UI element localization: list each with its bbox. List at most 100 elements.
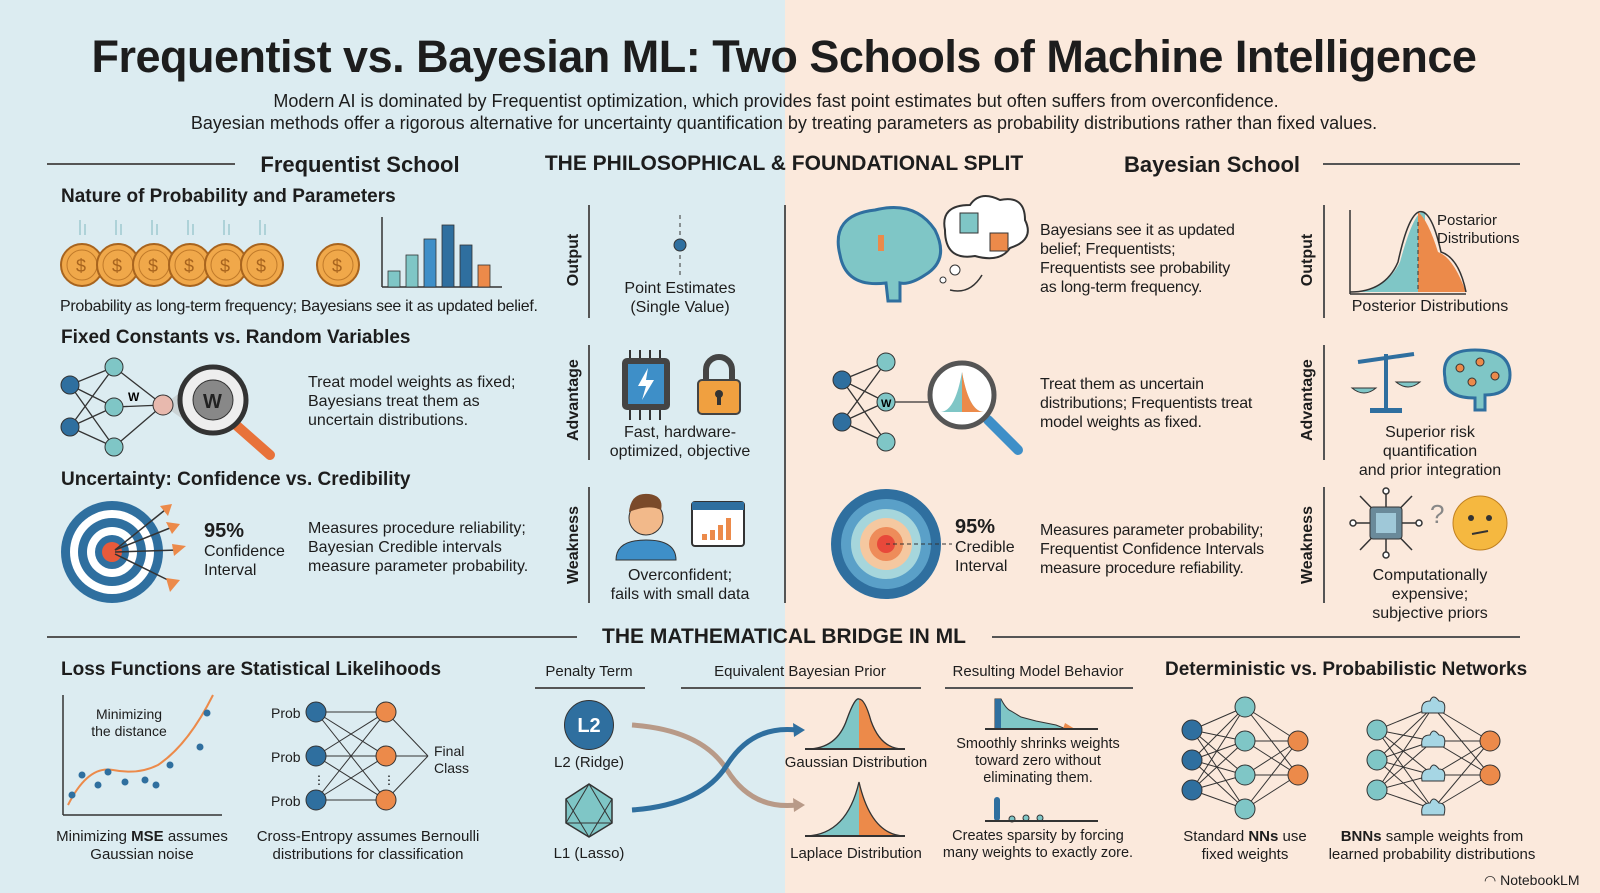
final-class-label: Final Class — [434, 743, 470, 776]
bayes-weakness-caption: Computationally expensive; subjective pr… — [1372, 567, 1488, 622]
laplace-distribution-icon — [805, 781, 905, 837]
network-edge — [1191, 729, 1246, 776]
bayes-output-caption: Posterior Distributions — [1351, 298, 1509, 315]
shrinkage-histogram-icon — [985, 698, 1098, 730]
networks-heading: Deterministic vs. Probabilistic Networks — [1165, 659, 1528, 680]
coin-stack-icon: $ $ $ $ $ $ $ — [60, 217, 502, 288]
divider — [588, 487, 590, 603]
col-penalty-term: Penalty Term — [545, 663, 633, 680]
caption-bold: MSE — [131, 828, 164, 845]
person-chart-icon — [615, 493, 745, 561]
cloud-node-icon — [1421, 764, 1446, 782]
frequentist-school-heading: Frequentist School — [260, 152, 460, 177]
network-magnifier-distribution-icon: W — [832, 352, 1023, 455]
divider — [588, 205, 590, 318]
network-node — [1366, 779, 1388, 801]
svg-text:$: $ — [148, 256, 158, 276]
bayes-weights-text: Treat them as uncertain distributions; F… — [1040, 376, 1253, 431]
row-label-weakness: Weakness — [565, 506, 582, 584]
caption-text: Standard — [1183, 828, 1249, 845]
divider — [47, 163, 235, 165]
coin-icon: $ — [168, 220, 212, 287]
row-label-weakness: Weakness — [1299, 506, 1316, 584]
prob-label: Prob — [271, 749, 301, 765]
row-label-advantage: Advantage — [565, 359, 582, 441]
network-edge — [1376, 729, 1434, 810]
svg-text:$: $ — [76, 256, 86, 276]
watermark-text: NotebookLM — [1500, 872, 1580, 888]
divider — [945, 687, 1133, 689]
network-node — [1479, 730, 1501, 752]
freq-advantage-caption: Fast, hardware- optimized, objective — [609, 424, 751, 460]
svg-text:W: W — [128, 390, 140, 404]
freq-weakness-caption: Overconfident; fails with small data — [610, 567, 750, 603]
network-node — [1287, 764, 1309, 786]
divider — [47, 636, 577, 638]
network-magnifier-w-icon: W W — [60, 357, 275, 460]
coin-icon: $ — [96, 220, 140, 287]
prob-label: Prob — [271, 705, 301, 721]
subtitle-line-1: Modern AI is dominated by Frequentist op… — [273, 91, 1279, 111]
coin-icon: $ — [204, 220, 248, 287]
caption-text: Minimizing — [56, 828, 132, 845]
credible-pct: 95% — [955, 516, 996, 538]
freq-output-caption: Point Estimates (Single Value) — [624, 280, 736, 316]
network-edge — [1432, 740, 1491, 810]
l2-badge: L2 — [564, 700, 614, 750]
gaussian-label: Gaussian Distribution — [784, 754, 928, 771]
network-node — [1479, 764, 1501, 786]
network-node — [1234, 764, 1256, 786]
cloud-node-icon — [1421, 798, 1446, 816]
divider — [535, 687, 645, 689]
network-edge — [1244, 740, 1299, 810]
plot-label: Minimizing the distance — [91, 706, 167, 739]
svg-text:$: $ — [184, 256, 194, 276]
posterior-annotation: Postarior Distributions — [1437, 212, 1520, 247]
histogram-icon — [381, 217, 502, 288]
chip-thinking-face-icon: ? — [1349, 487, 1508, 559]
network-node — [1234, 730, 1256, 752]
laplace-label: Laplace Distribution — [790, 845, 922, 862]
network-edge — [1191, 706, 1246, 761]
network-node — [1181, 719, 1203, 741]
page-title: Frequentist vs. Bayesian ML: Two Schools… — [91, 31, 1477, 82]
standard-nn-icon — [1181, 696, 1309, 820]
coin-icon: $ — [60, 220, 104, 287]
bayes-nature-text: Bayesians see it as updated belief; Freq… — [1040, 222, 1235, 296]
l2-behavior-text: Smoothly shrinks weights toward zero wit… — [956, 736, 1120, 787]
row-label-advantage: Advantage — [1299, 359, 1316, 441]
divider — [1323, 205, 1325, 318]
caption-text: assumes Gaussian noise — [90, 828, 228, 863]
classifier-network-icon: ⋮⋮ — [305, 701, 429, 811]
frequentist-background — [0, 0, 785, 893]
subtitle-line-2: Bayesian methods offer a rigorous altern… — [190, 113, 1378, 133]
histogram-bar — [459, 244, 473, 288]
crossing-arrows-icon — [631, 722, 805, 813]
histogram-bar — [387, 270, 401, 288]
confidence-interval-label: Confidence Interval — [204, 543, 285, 579]
l2-label: L2 (Ridge) — [553, 754, 625, 771]
cloud-node-icon — [1421, 696, 1446, 714]
chip-lightning-icon — [622, 350, 741, 420]
caption-text: sample weights from learned probability … — [1328, 828, 1536, 863]
l1-behavior-text: Creates sparsity by forcing many weights… — [942, 828, 1134, 862]
point-estimate-icon — [673, 215, 687, 275]
divider — [992, 636, 1520, 638]
histogram-bar — [405, 254, 419, 288]
coin-icon: $ — [240, 220, 284, 287]
network-edge — [1376, 706, 1434, 761]
svg-text:?: ? — [1430, 499, 1444, 529]
svg-text:$: $ — [256, 256, 266, 276]
caption-bold: BNNs — [1340, 828, 1382, 845]
histogram-bar — [423, 238, 437, 288]
network-edge — [1376, 729, 1434, 776]
credible-target-icon — [831, 489, 952, 599]
svg-text:⋮: ⋮ — [383, 773, 395, 787]
target-arrows-icon — [61, 501, 186, 603]
svg-text:$: $ — [332, 256, 342, 276]
network-edge — [1376, 759, 1434, 810]
regression-plot-icon — [62, 694, 222, 816]
nature-heading: Nature of Probability and Parameters — [61, 186, 396, 207]
network-edge — [1191, 706, 1246, 791]
mse-caption: Minimizing MSE assumes Gaussian noise — [56, 828, 228, 863]
